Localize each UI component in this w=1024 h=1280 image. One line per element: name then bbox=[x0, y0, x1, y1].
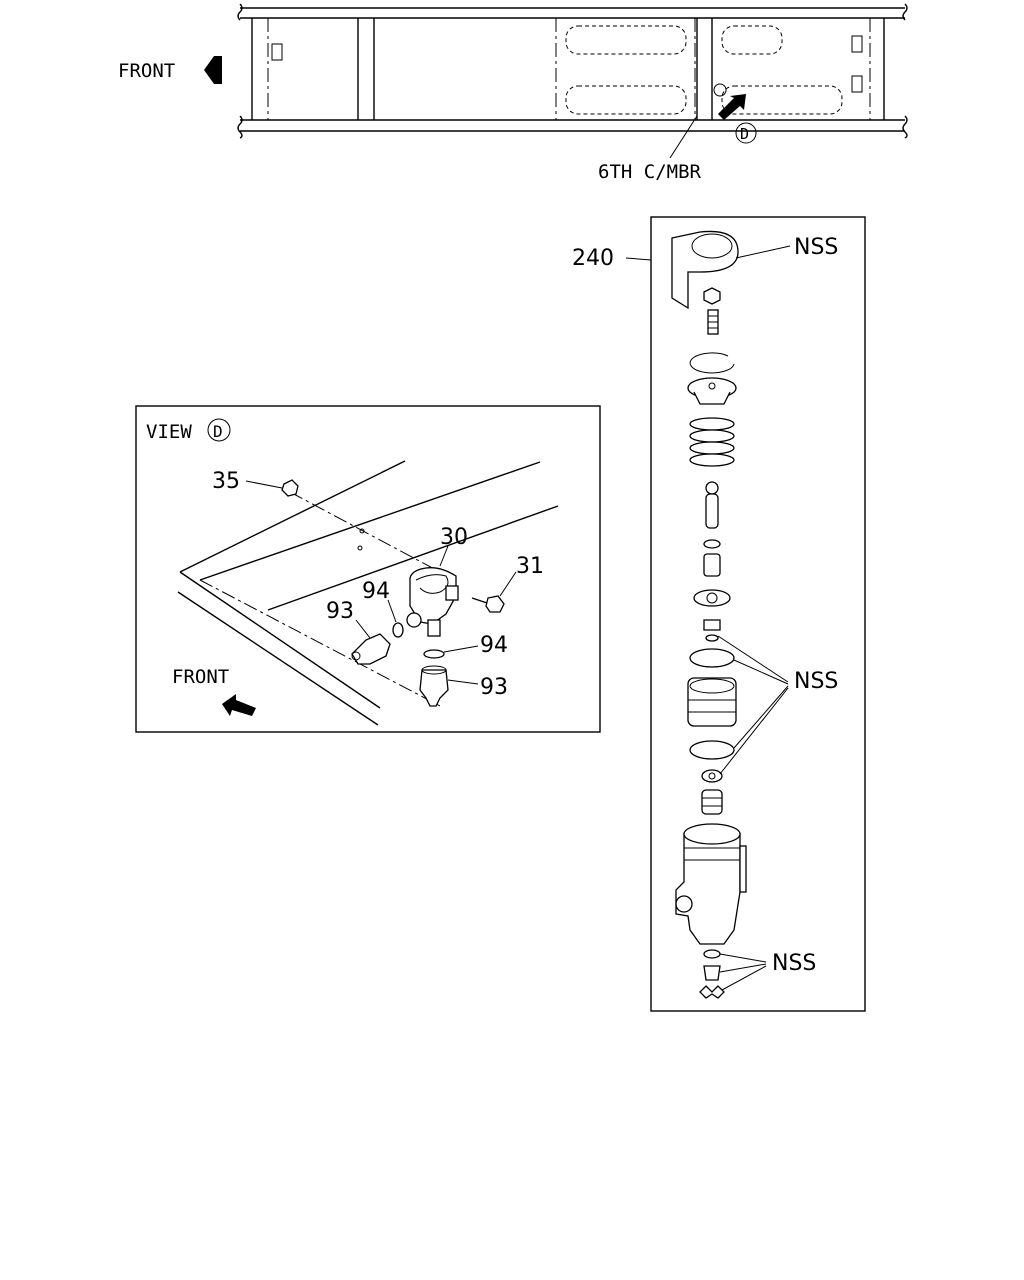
view-d-marker: D bbox=[213, 422, 223, 441]
callout-93-left: 93 bbox=[326, 599, 354, 624]
nss-bottom: NSS bbox=[772, 951, 816, 976]
chassis-top-view: FRONT D 6TH C/MBR bbox=[118, 3, 908, 183]
callout-93-bottom: 93 bbox=[480, 675, 508, 700]
main-spring-part bbox=[689, 417, 735, 467]
view-marker-label: D bbox=[740, 125, 749, 143]
view-d-title: VIEW bbox=[146, 421, 192, 443]
view-d-front-label: FRONT bbox=[172, 666, 229, 688]
view-d-front-arrow-icon bbox=[222, 694, 256, 716]
front-arrow-icon bbox=[204, 56, 222, 84]
callout-35: 35 bbox=[212, 469, 240, 494]
view-d-panel: VIEW D 35 30 31 bbox=[135, 405, 601, 733]
nss-top: NSS bbox=[794, 235, 838, 260]
relay-valve-part bbox=[406, 567, 459, 637]
callout-30: 30 bbox=[440, 525, 468, 550]
front-label: FRONT bbox=[118, 60, 175, 82]
view-direction-arrow-icon bbox=[718, 94, 746, 120]
bolt-part bbox=[471, 595, 505, 613]
nss-middle: NSS bbox=[794, 669, 838, 694]
callout-31: 31 bbox=[516, 554, 544, 579]
fitting-left-part bbox=[351, 633, 391, 665]
callout-94-bottom: 94 bbox=[480, 633, 508, 658]
crossmember-label: 6TH C/MBR bbox=[598, 161, 702, 183]
exploded-view-panel: 240 NSS bbox=[572, 216, 866, 1012]
view-marker-circle bbox=[735, 122, 757, 144]
piston-part bbox=[687, 677, 737, 727]
assembly-number: 240 bbox=[572, 246, 614, 271]
callout-94-left: 94 bbox=[362, 579, 390, 604]
fitting-bottom-part bbox=[419, 665, 449, 707]
valve-body-part bbox=[675, 823, 747, 945]
